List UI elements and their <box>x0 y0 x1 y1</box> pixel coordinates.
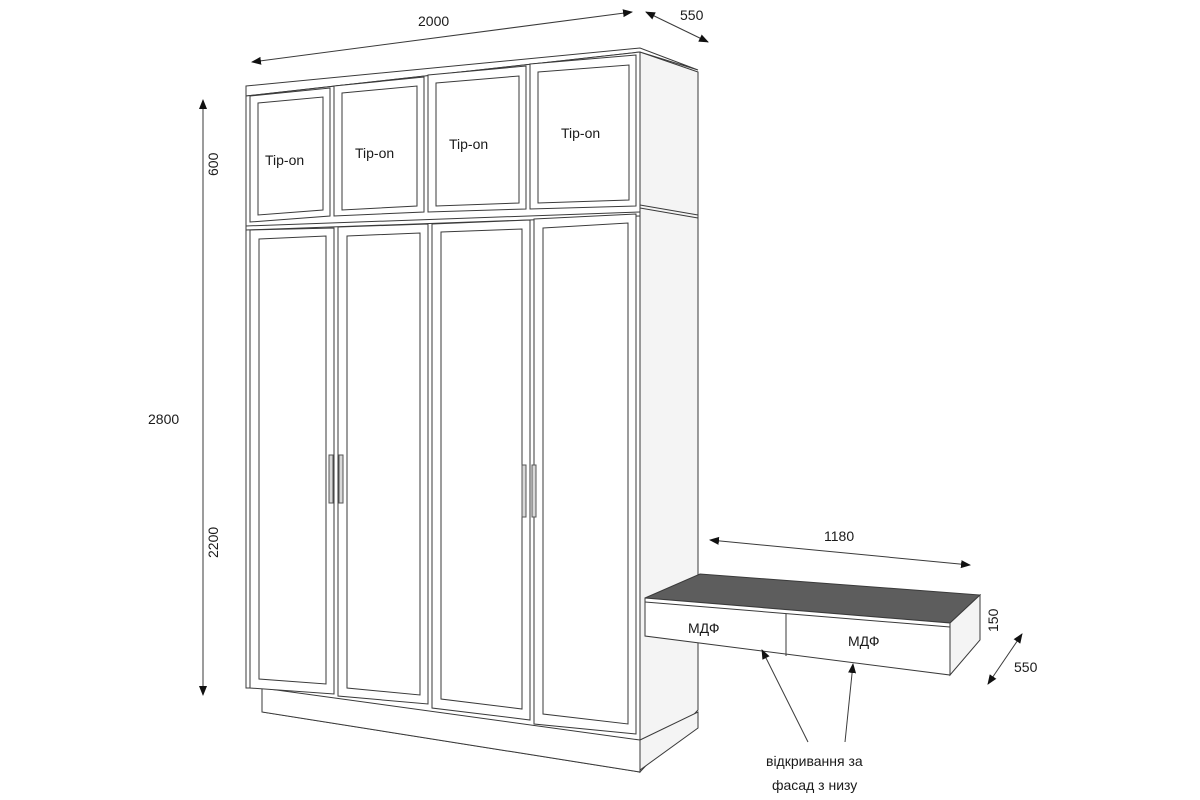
drawer-unit <box>644 573 982 677</box>
note-leader-1 <box>761 649 809 743</box>
upper-doors <box>249 54 637 223</box>
upper-lower-divider <box>245 211 641 227</box>
upper-door-1[interactable] <box>249 87 331 223</box>
upper-door-4-label: Tip-on <box>561 125 600 141</box>
desk-edge-line <box>644 601 951 628</box>
dim-depth-line <box>645 11 709 43</box>
dim-desk-depth-label: 550 <box>1014 659 1038 675</box>
desk-side <box>949 593 981 677</box>
dim-upper-height-label: 600 <box>205 152 221 176</box>
side-seam-2 <box>639 207 699 219</box>
lower-door-4[interactable] <box>533 213 637 735</box>
dim-lower-height-label: 2200 <box>205 527 221 558</box>
door-handle-4[interactable] <box>531 464 537 518</box>
dim-desk-height-label: 150 <box>985 608 1001 632</box>
drawer-2-label: МДФ <box>848 633 879 649</box>
upper-door-4[interactable] <box>529 54 637 210</box>
upper-door-3-label: Tip-on <box>449 136 488 152</box>
note-leader-2 <box>844 663 857 743</box>
cabinet-side-panel <box>639 51 699 774</box>
lower-doors <box>249 213 637 735</box>
dim-desk-depth-line <box>987 633 1023 685</box>
dim-width-line <box>251 9 633 65</box>
note-line-1: відкривання за <box>766 753 863 769</box>
dimension-lines <box>199 9 1023 743</box>
door-handle-2[interactable] <box>338 454 344 504</box>
upper-door-2[interactable] <box>333 76 425 217</box>
dim-total-height-label: 2800 <box>148 411 179 427</box>
side-seam <box>639 204 699 216</box>
note-line-2: фасад з низу <box>772 777 857 793</box>
dim-depth-label: 550 <box>680 7 704 23</box>
upper-door-1-label: Tip-on <box>265 152 304 168</box>
plinth-front <box>261 687 641 773</box>
drawer-1-label: МДФ <box>688 620 719 636</box>
door-handle-1[interactable] <box>328 454 334 504</box>
lower-door-3[interactable] <box>431 219 531 721</box>
dim-desk-width-label: 1180 <box>824 528 854 544</box>
upper-door-2-label: Tip-on <box>355 145 394 161</box>
upper-door-3[interactable] <box>427 65 527 213</box>
dim-desk-width-line <box>709 536 971 569</box>
lower-door-2[interactable] <box>337 223 429 705</box>
door-handle-3[interactable] <box>521 464 527 518</box>
lower-door-1[interactable] <box>249 227 335 695</box>
dim-width-label: 2000 <box>418 13 449 29</box>
